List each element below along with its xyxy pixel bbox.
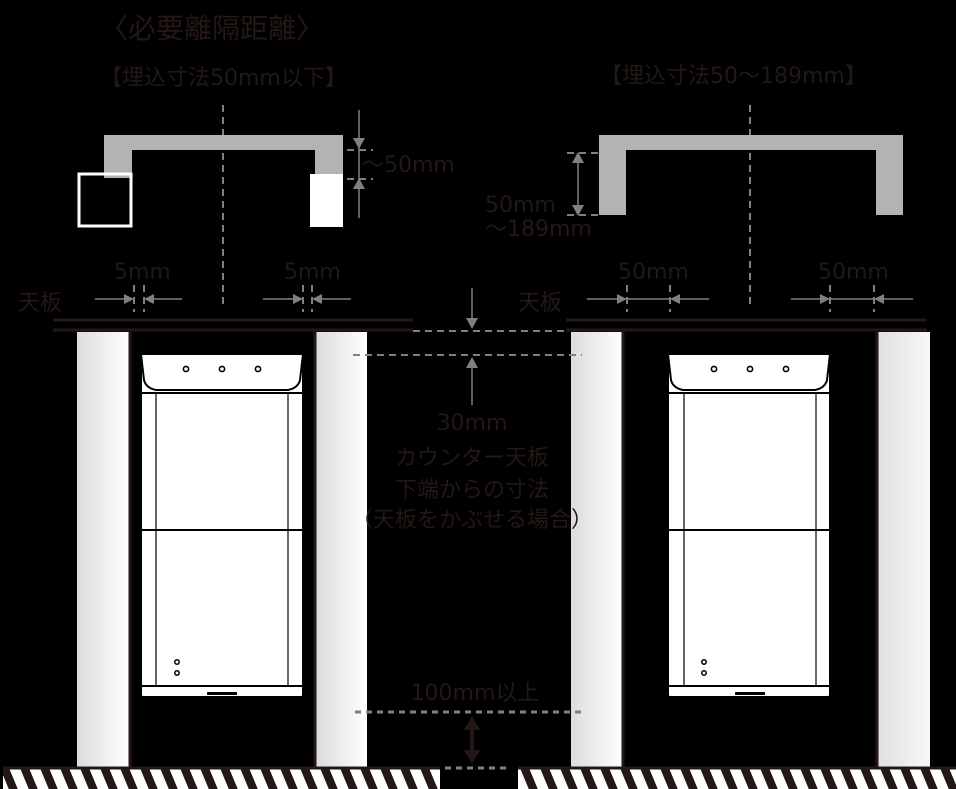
right-profile: 【埋込寸法50〜189mm】 50mm 〜189mm (485, 64, 903, 305)
right-depth-label-2: 〜189mm (485, 217, 592, 242)
right-gap-left-label: 50mm (618, 260, 689, 285)
indicator-icon (182, 365, 190, 373)
indicator-icon (710, 365, 718, 373)
right-wall-inner (571, 332, 623, 768)
bottom-gap-label: 100mm以上 (411, 681, 540, 706)
left-appliance (139, 353, 305, 713)
left-gap-left-label: 5mm (114, 260, 171, 285)
left-depth-label: 〜50mm (362, 153, 455, 178)
sensor-icon (174, 670, 180, 676)
center-note-line1: 30mm (437, 411, 508, 436)
sensor-icon (701, 659, 707, 665)
center-30mm-dimension: 30mm カウンター天板 下端からの寸法 （天板をかぶせる場合） (351, 288, 593, 533)
left-side-gaps: 天板 5mm 5mm (18, 260, 351, 316)
left-floor-hatch (3, 768, 440, 789)
indicator-icon (746, 365, 754, 373)
slot-icon (735, 692, 765, 695)
left-profile: 【埋込寸法50mm以下】 〜50mm (77, 66, 455, 305)
center-note-line4: （天板をかぶせる場合） (351, 508, 593, 533)
left-counter-profile (104, 135, 343, 178)
right-floor-hatch (518, 768, 956, 789)
left-wall-block (310, 174, 343, 227)
right-depth-label-1: 50mm (485, 193, 556, 218)
indicator-icon (254, 365, 262, 373)
indicator-icon (218, 365, 226, 373)
left-subtitle: 【埋込寸法50mm以下】 (100, 66, 347, 91)
sensor-icon (174, 659, 180, 665)
right-side-gaps: 天板 50mm 50mm (518, 260, 913, 316)
sensor-icon (701, 670, 707, 676)
right-counter-label: 天板 (518, 291, 562, 316)
bottom-100mm-dimension: 100mm以上 (355, 681, 585, 770)
left-counter-label: 天板 (18, 291, 62, 316)
right-counter-profile (599, 135, 903, 215)
diagram-title: 〈必要離隔距離〉 (100, 12, 324, 45)
right-gap-right-label: 50mm (818, 260, 889, 285)
indicator-icon (782, 365, 790, 373)
left-wall-outline (77, 172, 133, 228)
left-gap-right-label: 5mm (284, 260, 341, 285)
left-wall-outer (77, 332, 129, 768)
right-wall-outer (878, 332, 930, 768)
center-note-line2: カウンター天板 (395, 446, 549, 471)
right-appliance (666, 353, 832, 713)
center-note-line3: 下端からの寸法 (395, 478, 549, 503)
slot-icon (207, 692, 237, 695)
right-subtitle: 【埋込寸法50〜189mm】 (600, 64, 867, 89)
left-wall-inner (316, 332, 367, 768)
